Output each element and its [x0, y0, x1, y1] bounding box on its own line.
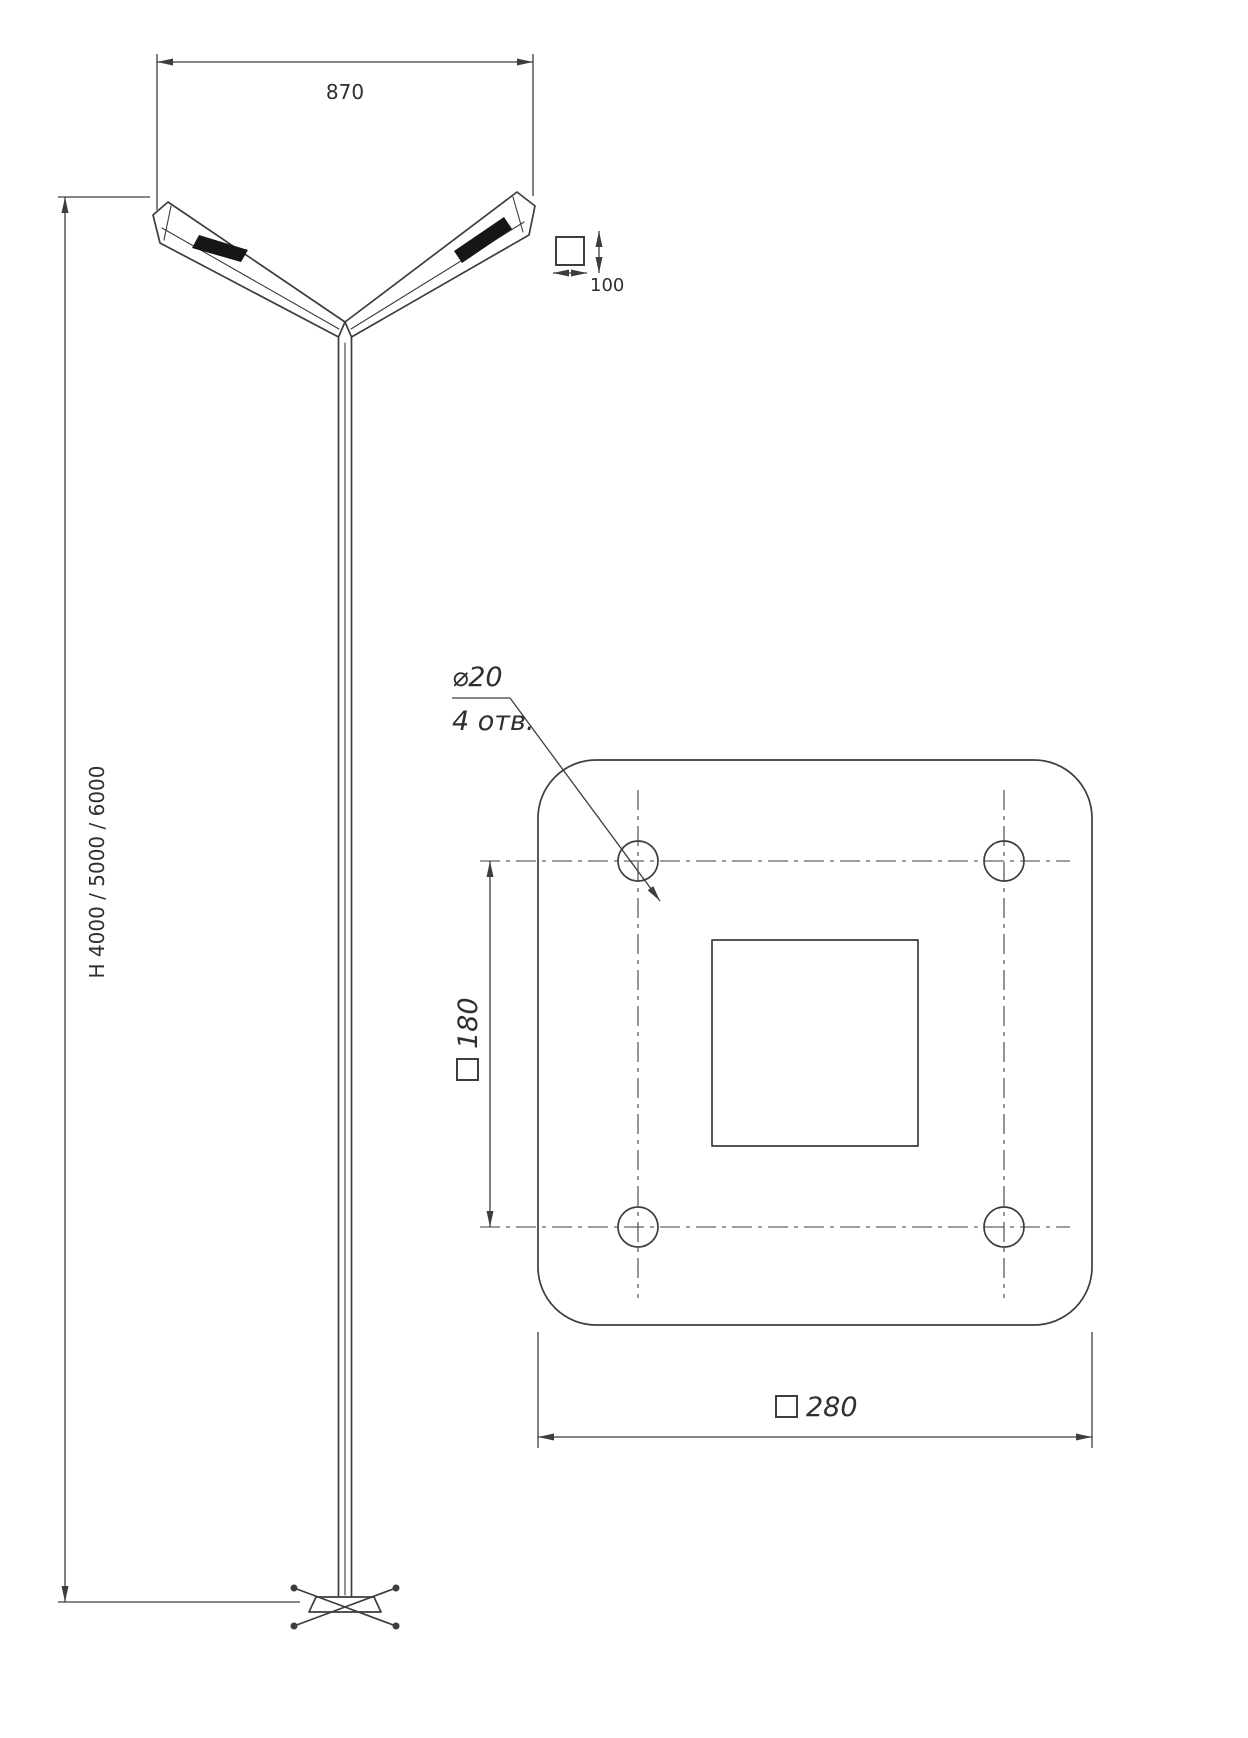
dimension-height: H 4000 / 5000 / 6000 — [58, 196, 300, 1603]
centerlines — [480, 790, 1070, 1298]
dimension-arm-span: 870 — [156, 54, 534, 210]
dimension-plate-size: 280 — [537, 1332, 1093, 1448]
bolt-hole-bottom-right — [983, 1206, 1025, 1248]
bolt-spacing-label: 180 — [453, 997, 484, 1049]
left-arm — [152, 201, 346, 338]
bolt-holes — [617, 840, 1025, 1248]
height-label: H 4000 / 5000 / 6000 — [85, 766, 109, 979]
pole-shaft — [337, 335, 353, 1598]
base-plate-view: ⌀20 4 отв. 180 280 — [452, 662, 1093, 1448]
section-size-label: 100 — [590, 275, 624, 296]
section-symbol: 100 — [553, 231, 624, 296]
plate-size-label: 280 — [806, 1392, 858, 1423]
arm-span-label: 870 — [326, 80, 364, 104]
anchor-base — [290, 1584, 400, 1630]
square-symbol-180 — [456, 1058, 479, 1081]
right-arm — [344, 191, 536, 338]
section-square-symbol — [555, 236, 585, 266]
hole-callout: ⌀20 4 отв. — [452, 662, 661, 902]
bolt-hole-top-left — [617, 840, 659, 882]
hole-count-label: 4 отв. — [452, 706, 535, 737]
left-lamp-window — [192, 235, 248, 262]
hole-diameter-label: ⌀20 — [452, 662, 503, 693]
bolt-hole-bottom-left — [617, 1206, 659, 1248]
front-view: 870 H 4000 / 5000 / 6000 100 — [58, 54, 624, 1630]
base-plate-outline — [537, 759, 1093, 1326]
dimension-bolt-spacing: 180 — [453, 861, 494, 1227]
pole-socket-square — [711, 939, 919, 1147]
square-symbol-280 — [775, 1395, 798, 1418]
right-lamp-window — [454, 217, 512, 263]
bolt-hole-top-right — [983, 840, 1025, 882]
